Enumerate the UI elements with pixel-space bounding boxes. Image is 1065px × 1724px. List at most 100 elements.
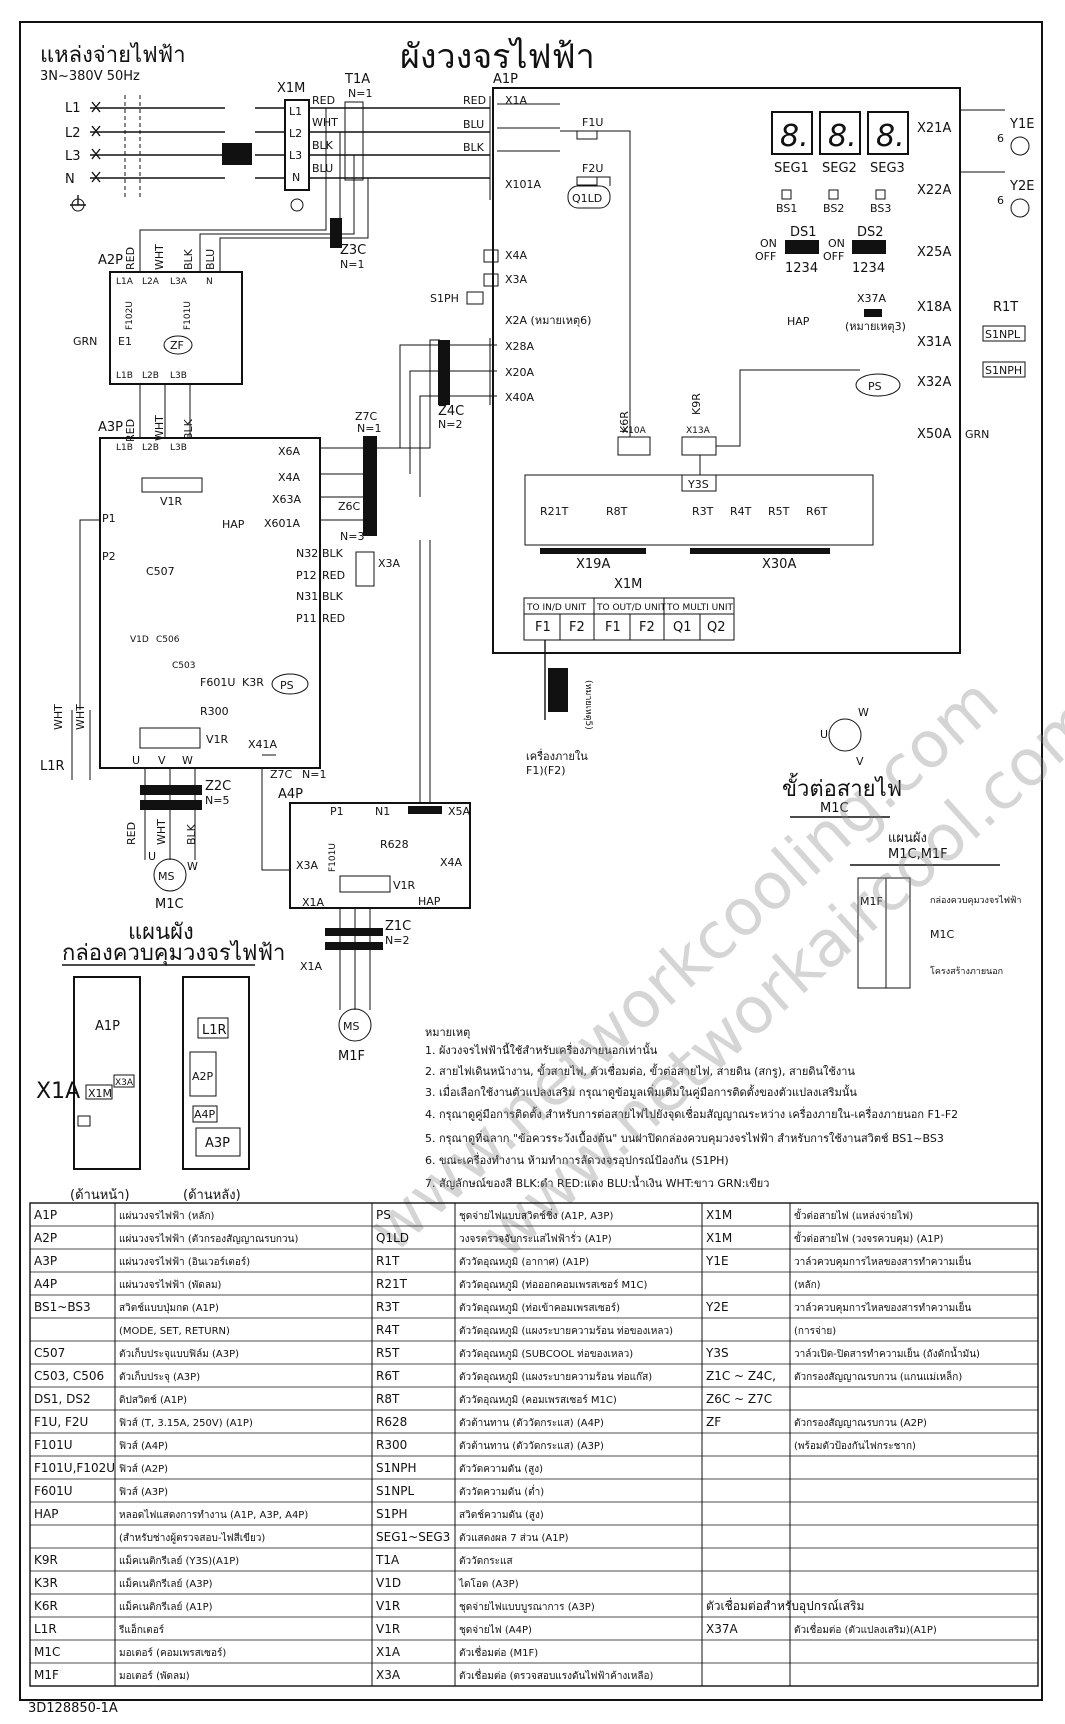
legend-cell-r7-c5: ตัวกรองสัญญาณรบกวน (แกนแม่เหล็ก) [794, 1369, 962, 1383]
notes-head: หมายเหตุ [425, 1026, 470, 1039]
svg-text:X50A: X50A [917, 427, 951, 442]
svg-text:M1F: M1F [338, 1049, 365, 1064]
svg-text:L2B: L2B [142, 443, 159, 453]
svg-text:ON: ON [828, 237, 845, 250]
supply-terminals: L1 L2 L3 N X1M L1 L2 L3 N RED WHT BLK BL… [65, 72, 490, 212]
control-box-layout: แผนผัง กล่องควบคุมวงจรไฟฟ้า A1P X1M X3A … [36, 920, 285, 1203]
svg-text:TO IN/D UNIT: TO IN/D UNIT [526, 603, 587, 613]
svg-text:SEG3: SEG3 [870, 161, 905, 176]
svg-text:X3A: X3A [115, 1078, 134, 1088]
svg-text:GRN: GRN [965, 428, 989, 441]
svg-text:A4P: A4P [278, 787, 303, 802]
svg-text:X601A: X601A [264, 517, 301, 530]
svg-text:MS: MS [158, 870, 174, 883]
svg-text:X20A: X20A [505, 366, 535, 379]
svg-text:(หมายเหตุ5): (หมายเหตุ5) [583, 680, 593, 730]
legend-cell-r4-c1: สวิตช์แบบปุ่มกด (A1P) [119, 1302, 219, 1314]
svg-text:R5T: R5T [768, 505, 790, 518]
legend-cell-r13-c0: HAP [34, 1507, 58, 1521]
legend-cell-r7-c0: C503, C506 [34, 1369, 104, 1383]
legend-cell-r4-c4: Y2E [705, 1300, 729, 1314]
legend-cell-r18-c4: X37A [706, 1622, 738, 1636]
svg-text:N1: N1 [375, 805, 390, 818]
legend-cell-r2-c1: แผ่นวงจรไฟฟ้า (อินเวอร์เตอร์) [119, 1256, 250, 1268]
note-5: 5. กรุณาดูที่ฉลาก "ข้อควรระวังเบื้องต้น"… [425, 1130, 944, 1145]
svg-text:U: U [132, 754, 140, 767]
svg-text:TO MULTI UNIT: TO MULTI UNIT [666, 603, 734, 613]
legend-cell-r19-c1: มอเตอร์ (คอมเพรสเซอร์) [119, 1647, 226, 1659]
svg-text:X21A: X21A [917, 121, 951, 136]
svg-text:L2B: L2B [142, 371, 159, 381]
svg-text:Z7C: Z7C [270, 768, 293, 781]
svg-text:L3B: L3B [170, 371, 187, 381]
svg-text:X31A: X31A [917, 335, 951, 350]
svg-text:V1R: V1R [393, 879, 416, 892]
svg-text:HAP: HAP [222, 518, 245, 531]
svg-text:RED: RED [312, 94, 335, 107]
legend-cell-r1-c4: X1M [706, 1231, 732, 1245]
note-7: 7. สัญลักษณ์ของสี BLK:ดำ RED:แดง BLU:น้ำ… [425, 1175, 769, 1190]
svg-text:DS2: DS2 [857, 225, 884, 240]
main-wiring [139, 108, 860, 871]
svg-text:BLK: BLK [182, 248, 195, 270]
panel-right: แผนผัง M1C,M1F M1F กล่องควบคุมวงจรไฟฟ้า … [850, 831, 1021, 989]
svg-text:N: N [65, 172, 75, 187]
legend-cell-r14-c2: SEG1~SEG3 [376, 1530, 450, 1544]
svg-text:X18A: X18A [917, 300, 951, 315]
svg-text:HAP: HAP [787, 315, 810, 328]
legend-cell-r5-c1: (MODE, SET, RETURN) [119, 1326, 230, 1337]
note-4: 4. กรุณาดูคู่มือการติดตั้ง สำหรับการต่อส… [425, 1106, 958, 1121]
svg-text:L2: L2 [65, 126, 81, 141]
svg-text:(ด้านหลัง): (ด้านหลัง) [183, 1188, 241, 1203]
svg-text:N=1: N=1 [348, 87, 372, 100]
svg-text:X19A: X19A [576, 557, 610, 572]
legend-cell-r1-c3: วงจรตรวจจับกระแสไฟฟ้ารั่ว (A1P) [459, 1231, 612, 1245]
legend-cell-r12-c2: S1NPL [376, 1484, 414, 1498]
svg-text:RED: RED [125, 822, 138, 845]
svg-text:WHT: WHT [74, 704, 87, 730]
svg-text:X1A: X1A [300, 960, 323, 973]
svg-text:RED: RED [322, 612, 345, 625]
svg-text:BLU: BLU [204, 249, 217, 270]
legend-cell-r12-c1: ฟิวส์ (A3P) [119, 1486, 168, 1498]
svg-text:L1: L1 [289, 105, 302, 118]
svg-text:X28A: X28A [505, 340, 535, 353]
legend-cell-r20-c2: X3A [376, 1668, 401, 1682]
legend-cell-r18-c3: ชุดจ่ายไฟ (A4P) [459, 1624, 532, 1636]
legend-cell-r7-c3: ตัววัดอุณหภูมิ (แผงระบายความร้อน ท่อแก๊ส… [459, 1371, 652, 1383]
svg-text:U: U [820, 728, 828, 741]
legend-cell-r11-c3: ตัววัดความดัน (สูง) [459, 1464, 543, 1475]
svg-text:TO OUT/D UNIT: TO OUT/D UNIT [596, 603, 666, 613]
svg-text:Y3S: Y3S [687, 478, 709, 491]
legend-cell-r8-c4: Z6C ~ Z7C [706, 1392, 772, 1406]
legend-cell-r17-c4: ตัวเชื่อมต่อสำหรับอุปกรณ์เสริม [706, 1597, 864, 1614]
page-frame [19, 21, 1043, 1701]
legend-cell-r2-c3: ตัววัดอุณหภูมิ (อากาศ) (A1P) [459, 1257, 589, 1268]
svg-text:A3P: A3P [98, 420, 123, 435]
svg-text:P12: P12 [296, 569, 317, 582]
legend-cell-r4-c0: BS1~BS3 [34, 1300, 91, 1314]
note-6: 6. ขณะเครื่องทำงาน ห้ามทำการลัดวงจรอุปกร… [425, 1152, 729, 1167]
legend-cell-r18-c2: V1R [376, 1622, 400, 1636]
svg-text:X4A: X4A [278, 471, 301, 484]
legend-cell-r15-c2: T1A [375, 1553, 400, 1567]
svg-text:R1T: R1T [993, 300, 1018, 315]
svg-text:(ด้านหน้า): (ด้านหน้า) [70, 1188, 130, 1203]
legend-cell-r11-c2: S1NPH [376, 1461, 417, 1475]
legend-cell-r17-c1: แม็คเนติกรีเลย์ (A1P) [119, 1599, 213, 1613]
svg-text:L1B: L1B [116, 443, 133, 453]
svg-text:L3: L3 [65, 149, 81, 164]
svg-text:6: 6 [997, 132, 1004, 145]
svg-text:T1A: T1A [344, 72, 370, 87]
svg-text:M1C: M1C [820, 801, 849, 816]
svg-text:Z7C: Z7C [355, 410, 378, 423]
svg-text:F1U: F1U [582, 116, 603, 129]
legend-cell-r13-c3: สวิตช์ความดัน (สูง) [459, 1509, 544, 1521]
svg-text:X1A: X1A [36, 1079, 80, 1104]
supply-title: แหล่งจ่ายไฟฟ้า [40, 42, 186, 68]
legend-cell-r6-c2: R5T [376, 1346, 400, 1360]
legend-cell-r0-c2: PS [376, 1208, 391, 1222]
svg-text:L1R: L1R [202, 1023, 227, 1038]
svg-text:K3R: K3R [242, 676, 264, 689]
svg-text:Z3C: Z3C [340, 243, 366, 258]
